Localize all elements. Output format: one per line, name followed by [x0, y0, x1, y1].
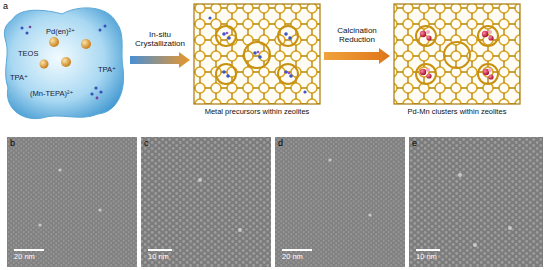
scale-bar-label: 10 nm	[416, 253, 437, 261]
tem-image: b 20 nm	[7, 137, 137, 267]
step-label: Calcination Reduction	[337, 26, 377, 45]
zeolite-framework: Pd-Mn clusters within zeolites	[394, 2, 520, 124]
scale-bar-label: 10 nm	[148, 253, 169, 261]
panel-letter: e	[412, 139, 417, 149]
panel-letter: d	[278, 139, 283, 149]
scale-bar-label: 20 nm	[282, 253, 303, 261]
species-label: Pd(en)²⁺	[46, 28, 75, 36]
tem-image: e 10 nm	[409, 137, 543, 267]
panel-letter: c	[144, 139, 149, 149]
tem-image: c 10 nm	[141, 137, 271, 267]
process-arrow	[324, 48, 390, 64]
panel-letter: a	[3, 1, 8, 11]
zeolite-framework: Metal precursors within zeolites	[194, 2, 320, 124]
species-label: TPA⁺	[98, 66, 116, 74]
species-label: TEOS	[18, 50, 38, 58]
step-label: In-situ Crystallization	[135, 30, 185, 49]
species-label: (Mn-TEPA)²⁺	[30, 90, 73, 98]
tem-image: d 20 nm	[275, 137, 405, 267]
scale-bar-label: 20 nm	[14, 253, 35, 261]
process-arrow	[130, 52, 190, 68]
precursor-solution: Pd(en)²⁺TEOSTPA⁺TPA⁺(Mn-TEPA)²⁺	[2, 6, 126, 122]
species-label: TPA⁺	[10, 74, 28, 82]
caption: Pd-Mn clusters within zeolites	[408, 108, 507, 116]
panel-letter: b	[10, 139, 15, 149]
caption: Metal precursors within zeolites	[205, 108, 310, 116]
